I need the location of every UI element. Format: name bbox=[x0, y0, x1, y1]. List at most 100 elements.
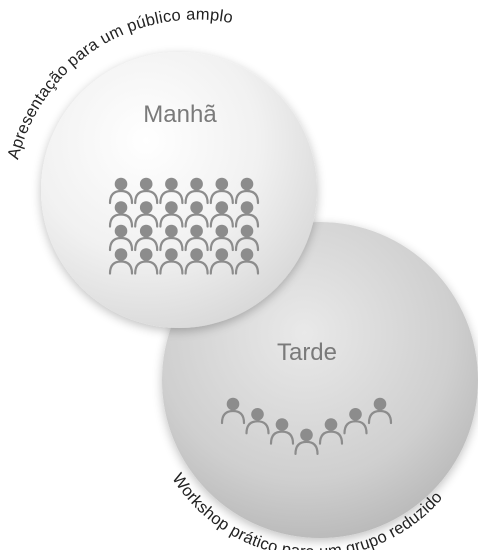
person-icon bbox=[134, 201, 159, 228]
person-icon bbox=[209, 248, 234, 275]
person-icon bbox=[184, 224, 209, 252]
morning-title: Manhã bbox=[143, 101, 217, 128]
person-head bbox=[215, 224, 229, 238]
person-shoulders bbox=[108, 236, 134, 252]
person-head bbox=[139, 248, 153, 261]
afternoon-title: Tarde bbox=[277, 339, 337, 366]
person-head bbox=[240, 224, 254, 238]
person-shoulders bbox=[234, 260, 260, 275]
person-icon bbox=[184, 201, 209, 228]
morning-session: Manhã bbox=[41, 52, 317, 328]
person-shoulders bbox=[245, 420, 270, 435]
person-icon bbox=[159, 248, 184, 275]
person-shoulders bbox=[108, 213, 134, 228]
person-icon bbox=[134, 224, 159, 252]
morning-audience bbox=[108, 177, 260, 275]
person-head bbox=[226, 397, 240, 411]
person-head bbox=[139, 201, 153, 214]
person-icon bbox=[209, 177, 234, 205]
person-icon bbox=[294, 428, 319, 455]
person-shoulders bbox=[318, 430, 344, 445]
person-head bbox=[349, 408, 362, 421]
person-head bbox=[165, 248, 178, 261]
person-icon bbox=[159, 224, 184, 252]
person-icon bbox=[134, 177, 159, 205]
person-head bbox=[165, 224, 178, 238]
person-shoulders bbox=[234, 189, 260, 205]
person-icon bbox=[209, 224, 234, 252]
person-head bbox=[114, 224, 128, 238]
person-icon bbox=[269, 418, 295, 445]
person-icon bbox=[234, 224, 260, 252]
person-icon bbox=[234, 201, 260, 228]
person-icon bbox=[343, 408, 368, 435]
person-head bbox=[190, 248, 203, 261]
person-head bbox=[139, 177, 153, 191]
person-shoulders bbox=[343, 420, 368, 435]
person-shoulders bbox=[108, 260, 134, 275]
person-icon bbox=[220, 397, 246, 425]
person-shoulders bbox=[209, 236, 234, 252]
person-shoulders bbox=[159, 260, 184, 275]
person-shoulders bbox=[108, 189, 134, 205]
person-head bbox=[324, 418, 338, 431]
person-head bbox=[240, 201, 254, 214]
person-head bbox=[139, 224, 153, 238]
person-shoulders bbox=[209, 213, 234, 228]
person-head bbox=[240, 248, 254, 261]
person-shoulders bbox=[159, 236, 184, 252]
person-shoulders bbox=[294, 440, 319, 455]
person-head bbox=[165, 201, 178, 214]
person-icon bbox=[245, 408, 270, 435]
person-shoulders bbox=[159, 189, 184, 205]
person-icon bbox=[108, 177, 134, 205]
person-head bbox=[300, 428, 313, 442]
person-icon bbox=[234, 177, 260, 205]
person-head bbox=[275, 418, 289, 431]
person-shoulders bbox=[184, 260, 209, 275]
person-head bbox=[190, 201, 203, 214]
person-shoulders bbox=[159, 213, 184, 228]
person-icon bbox=[184, 248, 209, 275]
person-shoulders bbox=[184, 189, 209, 205]
person-head bbox=[240, 177, 254, 191]
person-shoulders bbox=[134, 189, 159, 205]
person-icon bbox=[108, 201, 134, 228]
person-shoulders bbox=[367, 409, 393, 425]
person-shoulders bbox=[134, 260, 159, 275]
person-shoulders bbox=[209, 189, 234, 205]
person-head bbox=[373, 397, 387, 411]
person-icon bbox=[159, 201, 184, 228]
person-shoulders bbox=[234, 213, 260, 228]
person-head bbox=[190, 224, 203, 238]
person-head bbox=[114, 201, 128, 214]
person-icon bbox=[367, 397, 393, 425]
person-shoulders bbox=[220, 409, 246, 425]
person-icon bbox=[209, 201, 234, 228]
person-icon bbox=[108, 224, 134, 252]
morning-circle bbox=[41, 52, 317, 328]
person-shoulders bbox=[134, 213, 159, 228]
person-shoulders bbox=[184, 236, 209, 252]
person-icon bbox=[318, 418, 344, 445]
person-shoulders bbox=[184, 213, 209, 228]
person-shoulders bbox=[234, 236, 260, 252]
person-icon bbox=[134, 248, 159, 275]
person-icon bbox=[159, 177, 184, 205]
person-icon bbox=[184, 177, 209, 205]
person-shoulders bbox=[209, 260, 234, 275]
person-head bbox=[215, 201, 229, 214]
person-icon bbox=[234, 248, 260, 275]
afternoon-audience bbox=[220, 397, 393, 455]
person-head bbox=[114, 177, 128, 191]
person-shoulders bbox=[134, 236, 159, 252]
person-head bbox=[190, 177, 203, 191]
person-icon bbox=[108, 248, 134, 275]
person-shoulders bbox=[269, 430, 295, 445]
person-head bbox=[114, 248, 128, 261]
person-head bbox=[215, 248, 229, 261]
person-head bbox=[251, 408, 264, 421]
person-head bbox=[215, 177, 229, 191]
